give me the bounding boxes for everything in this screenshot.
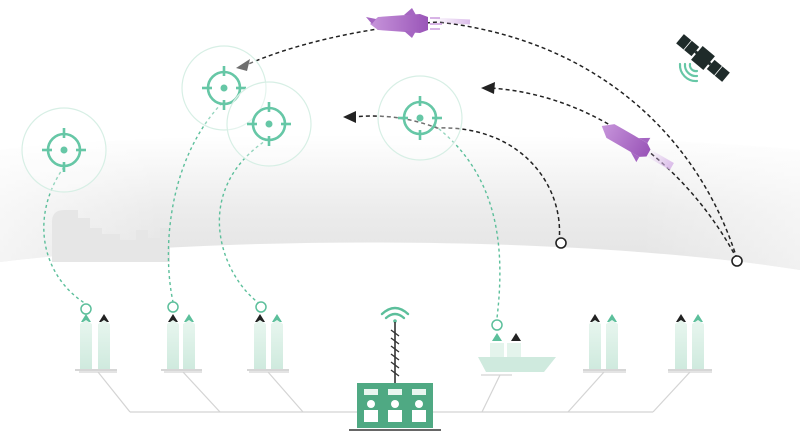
crosshair-reticle-icon — [42, 128, 86, 172]
launcher-1 — [75, 303, 117, 371]
crosshair-reticle-icon — [202, 66, 246, 110]
guidance-links — [43, 102, 501, 319]
crosshair-reticle-icon — [398, 96, 442, 140]
wifi-signal-icon — [380, 306, 410, 323]
target-2 — [181, 45, 267, 131]
launcher-5 — [668, 314, 712, 371]
horizon-fog — [0, 135, 800, 270]
arrowheads — [236, 59, 495, 123]
network-connectors — [79, 371, 712, 413]
city-skyline — [52, 210, 170, 262]
satellite-icon — [676, 34, 730, 82]
launcher-4 — [583, 314, 626, 371]
target-1 — [21, 107, 107, 193]
command-center — [349, 306, 441, 431]
crosshair-reticle-icon — [247, 102, 291, 146]
launcher-3 — [247, 301, 289, 371]
target-3 — [226, 81, 312, 167]
target-4 — [377, 75, 463, 161]
naval-ship-icon — [478, 319, 556, 372]
launcher-2 — [161, 301, 202, 371]
satellite-signal-icon — [678, 62, 699, 83]
cruise-missile-icon — [366, 8, 471, 38]
launch-origins — [555, 237, 743, 267]
ballistic-missile-icon — [601, 124, 674, 170]
